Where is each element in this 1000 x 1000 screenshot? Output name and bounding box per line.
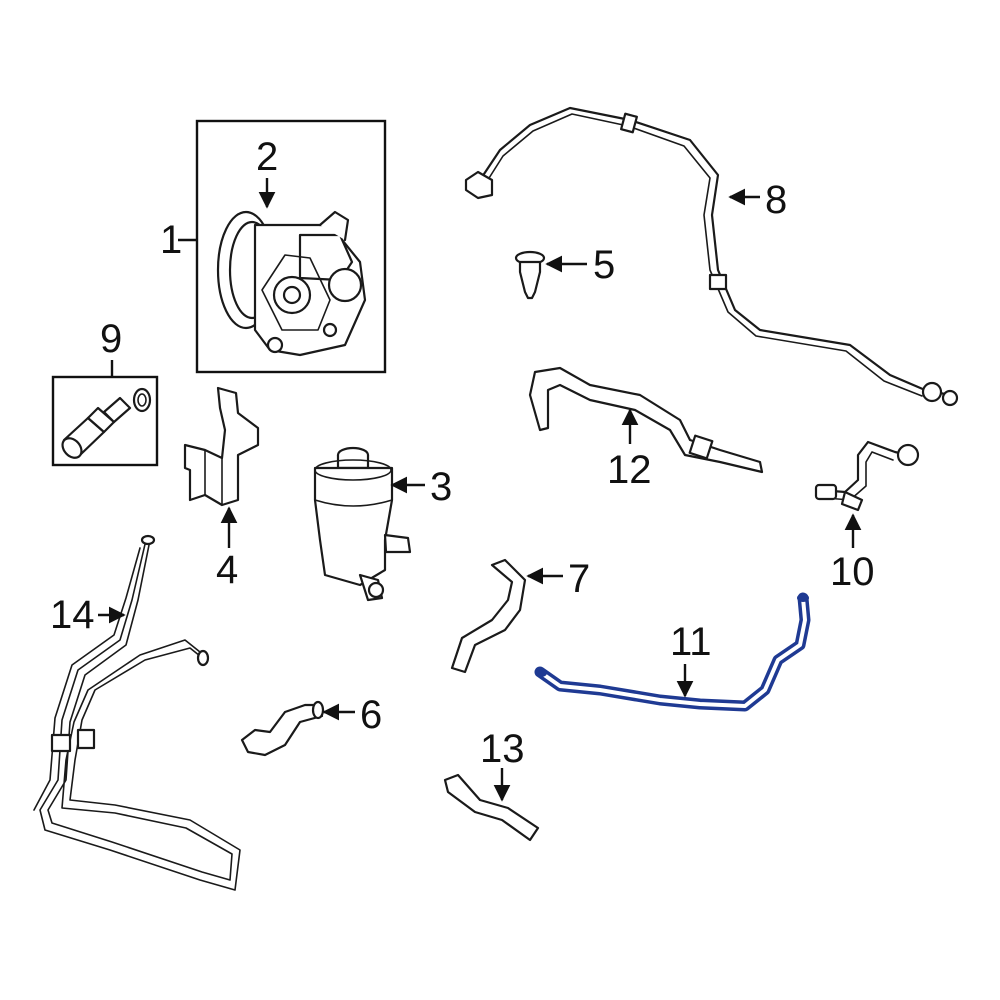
callout-4: 4 [216, 548, 238, 592]
callout-6: 6 [360, 693, 382, 737]
pump-bracket[interactable] [183, 386, 260, 507]
callout-9: 9 [100, 317, 122, 361]
fluid-reservoir[interactable] [313, 446, 412, 602]
highlighted-line-inner [538, 596, 807, 708]
callout-14: 14 [50, 593, 95, 637]
tube-assembly[interactable] [33, 534, 241, 891]
callout-12: 12 [607, 448, 652, 492]
push-clip[interactable] [514, 250, 546, 300]
callout-11: 11 [670, 620, 712, 664]
callout-2: 2 [256, 135, 278, 179]
callout-1: 1 [160, 218, 182, 262]
callout-3: 3 [430, 465, 452, 509]
callout-10: 10 [830, 550, 875, 594]
fitting-line[interactable] [814, 440, 920, 512]
pump-assembly-box [195, 119, 387, 374]
pump-fitting[interactable] [51, 375, 159, 467]
highlighted-cooler-line[interactable] [534, 592, 811, 712]
power-steering-pump[interactable] [195, 119, 387, 374]
callout-5: 5 [593, 243, 615, 287]
callout-8: 8 [765, 178, 787, 222]
return-hose[interactable] [528, 366, 764, 474]
fitting-box [51, 375, 159, 467]
pressure-hose[interactable] [464, 106, 959, 407]
callout-7: 7 [568, 557, 590, 601]
callout-13: 13 [480, 727, 525, 771]
hose-13[interactable] [443, 773, 540, 842]
hose-7[interactable] [450, 558, 527, 674]
hose-6[interactable] [240, 700, 325, 757]
